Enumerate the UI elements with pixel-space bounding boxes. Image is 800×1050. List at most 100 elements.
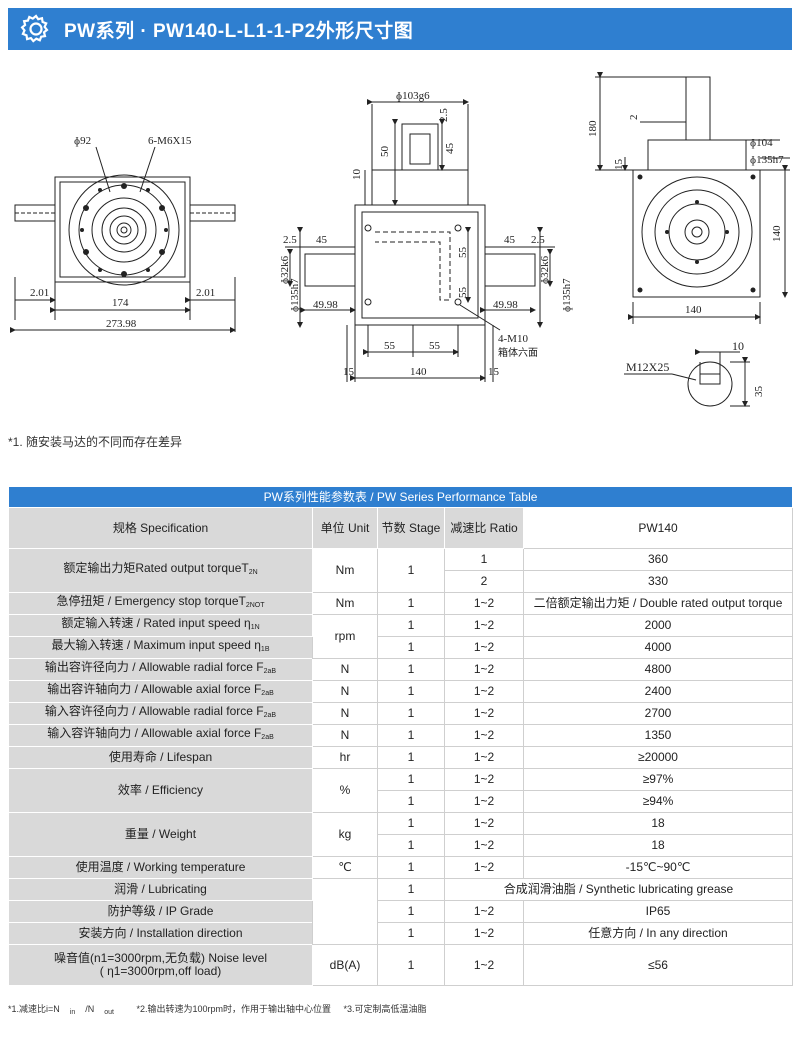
row-ratio: 1~2: [444, 636, 524, 659]
row-label: 使用寿命 / Lifespan: [8, 746, 313, 769]
table-row: 润滑 / Lubricating 1 合成润滑油脂 / Synthetic lu…: [8, 878, 793, 945]
dim-front-total: 273.98: [106, 318, 137, 330]
table-row: 效率 / Efficiency % 1 1~2 ≥97%: [8, 768, 793, 813]
row-label: 输出容许轴向力 / Allowable axial force F2aB: [8, 680, 313, 703]
row-value: 任意方向 / In any direction: [523, 922, 793, 945]
table-row: 1 1~2 18: [9, 834, 793, 857]
row-label: 重量 / Weight: [8, 812, 313, 857]
dim-side-d45: 45: [444, 143, 456, 155]
header-spec: 规格 Specification: [8, 507, 313, 549]
row-label: 输出容许径向力 / Allowable radial force F2aB: [8, 658, 313, 681]
table-row: 使用温度 / Working temperature ℃ 1 1~2 -15℃~…: [8, 856, 793, 879]
gear-icon: [20, 14, 49, 43]
row-value: 4800: [523, 658, 793, 681]
row-label: 额定输出力矩Rated output torqueT2N: [8, 548, 313, 593]
row-unit: dB(A): [312, 944, 378, 986]
row-ratio: 1~2: [444, 834, 524, 857]
row-stage: 1: [377, 592, 445, 615]
row-stage: 1: [377, 614, 445, 637]
dim-front-w-right: 2.01: [196, 287, 215, 299]
dim-side-r4998: 49.98: [493, 299, 518, 311]
row-ratio: 1~2: [444, 768, 524, 791]
row-stage: 1: [377, 702, 445, 725]
dim-right-k35: 35: [753, 386, 765, 398]
dim-side-l32: ɸ32k6: [279, 255, 291, 284]
row-stage: 1: [377, 746, 445, 769]
row-unit: N: [312, 658, 378, 681]
dim-side-b55a: 55: [384, 340, 396, 352]
row-label: 润滑 / Lubricating: [8, 878, 313, 901]
dim-right-d104: ɸ104: [750, 137, 773, 149]
row-label: 输入容许轴向力 / Allowable axial force F2aB: [8, 724, 313, 747]
header-model: PW140: [523, 507, 793, 549]
row-ratio: 1~2: [444, 922, 524, 945]
row-value: 2700: [523, 702, 793, 725]
row-unit: %: [312, 768, 378, 813]
dim-right-d2: 2: [628, 115, 640, 121]
row-stage: 1: [377, 812, 445, 835]
note-motor-difference: *1. 随安装马达的不同而存在差异: [8, 435, 183, 449]
row-unit: Nm: [312, 592, 378, 615]
table-row: 防护等级 / IP Grade 1 1~2 IP65: [8, 900, 793, 923]
dim-side-d10: 10: [351, 169, 363, 181]
row-value: 合成润滑油脂 / Synthetic lubricating grease: [444, 878, 793, 901]
table-row: 重量 / Weight kg 1 1~2 18: [8, 812, 793, 857]
table-row: 2 330: [9, 570, 793, 593]
dim-right-d140h: 140: [685, 304, 702, 316]
row-label: 额定输入转速 / Rated input speed η1N: [8, 614, 313, 637]
dim-right-d140v: 140: [771, 225, 783, 242]
row-stage: 1: [377, 636, 445, 659]
row-value: ≥94%: [523, 790, 793, 813]
side-view: [285, 99, 555, 382]
row-ratio: 1~2: [444, 944, 524, 986]
table-row: 使用寿命 / Lifespan hr 1 1~2 ≥20000: [8, 746, 793, 769]
row-value: 330: [523, 570, 793, 593]
dim-side-l25: 2.5: [283, 234, 297, 246]
header-unit: 单位 Unit: [312, 507, 378, 549]
dim-side-v55a: 55: [457, 247, 469, 259]
row-stage: 1: [377, 922, 445, 945]
header-stage: 节数 Stage: [377, 507, 445, 549]
row-unit: N: [312, 702, 378, 725]
row-value: 18: [523, 812, 793, 835]
dim-front-d1: ɸ92: [74, 135, 91, 147]
front-view: [10, 146, 236, 333]
row-label: 使用温度 / Working temperature: [8, 856, 313, 879]
row-unit: [312, 878, 378, 945]
row-ratio: 1~2: [444, 746, 524, 769]
page-title: PW系列 · PW140-L-L1-1-P2外形尺寸图: [64, 20, 414, 42]
dim-side-top-dia: ɸ103g6: [396, 90, 430, 102]
dim-side-d50: 50: [379, 146, 391, 158]
row-label: 急停扭矩 / Emergency stop torqueT2NOT: [8, 592, 313, 615]
row-value: 4000: [523, 636, 793, 659]
table-row: 最大输入转速 / Maximum input speed η1B 1 1~2 4…: [8, 636, 793, 659]
row-value: 2400: [523, 680, 793, 703]
row-value: 二倍额定输出力矩 / Double rated output torque: [523, 592, 793, 615]
row-value: ≥97%: [523, 768, 793, 791]
table-row: 急停扭矩 / Emergency stop torqueT2NOT Nm 1 1…: [8, 592, 793, 615]
row-label: 噪音值(n1=3000rpm,无负载) Noise level( η1=3000…: [8, 944, 313, 986]
row-unit: N: [312, 680, 378, 703]
dim-side-r45: 45: [504, 234, 516, 246]
row-ratio: 1~2: [444, 812, 524, 835]
row-unit: N: [312, 724, 378, 747]
header-ratio: 减速比 Ratio: [444, 507, 524, 549]
performance-table: PW系列性能参数表 / PW Series Performance Table …: [8, 486, 793, 986]
row-stage: 1: [377, 768, 445, 791]
dim-right-d15: 15: [613, 159, 625, 171]
table-row: 额定输入转速 / Rated input speed η1N rpm 1 1~2…: [8, 614, 793, 659]
table-row: 额定输出力矩Rated output torqueT2N Nm 1 1 360: [8, 548, 793, 593]
row-value: 1350: [523, 724, 793, 747]
row-ratio: 1~2: [444, 658, 524, 681]
row-ratio: 1~2: [444, 790, 524, 813]
dim-side-l4998: 49.98: [313, 299, 338, 311]
right-view: [595, 72, 790, 407]
footnote-3: *3.可定制高低温油脂: [343, 1004, 427, 1014]
row-ratio: 1~2: [444, 724, 524, 747]
table-row: 输出容许轴向力 / Allowable axial force F2aB N 1…: [8, 680, 793, 703]
dim-front-w-left: 2.01: [30, 287, 49, 299]
row-stage: 1: [377, 790, 445, 813]
row-label: 输入容许径向力 / Allowable radial force F2aB: [8, 702, 313, 725]
